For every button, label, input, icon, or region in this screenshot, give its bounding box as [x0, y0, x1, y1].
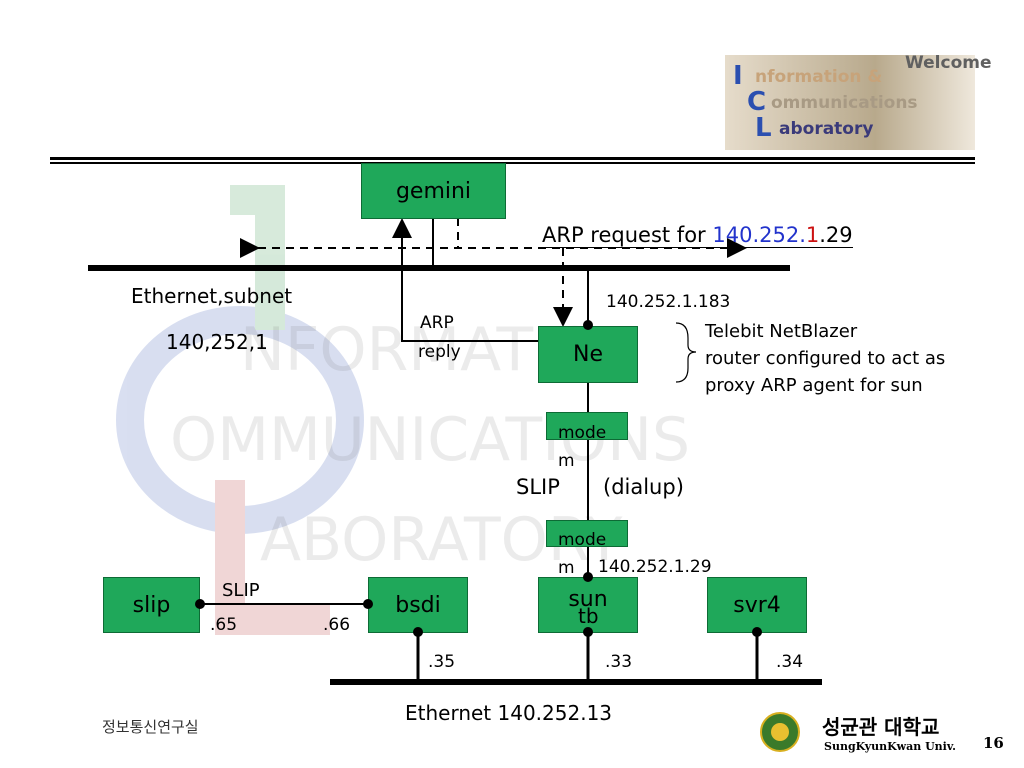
- telebit-label-3: proxy ARP agent for sun: [705, 375, 923, 396]
- header-logo: Welcome I nformation & C ommunications L…: [725, 53, 992, 150]
- slip-dialup-label-a: SLIP: [516, 475, 560, 499]
- university-seal-icon: [760, 712, 800, 752]
- ip-66-label: .66: [323, 615, 351, 635]
- modem-top[interactable]: [546, 412, 628, 440]
- arp-request-ip-b: 1: [805, 223, 820, 247]
- modem-bottom[interactable]: [546, 520, 628, 547]
- arp-request-prefix: ARP request for: [542, 223, 713, 247]
- ip-65-label: .65: [210, 615, 238, 635]
- sun-label: sun: [568, 586, 608, 612]
- page-number: 16: [983, 734, 1004, 752]
- svr4-label: svr4: [733, 592, 781, 618]
- logo-line-3: aboratory: [779, 119, 874, 139]
- modem-top-label-1: mode: [558, 423, 607, 443]
- ip-35-label: .35: [428, 652, 456, 672]
- ne-node[interactable]: Ne: [538, 326, 638, 383]
- sun-slip-dot: [583, 572, 593, 582]
- header-rule-bottom: [50, 162, 975, 164]
- logo-line-1: nformation &: [755, 67, 883, 87]
- arp-request-ip-c: .29: [819, 223, 853, 247]
- arp-reply-arrow: [392, 218, 538, 342]
- svr4-node[interactable]: svr4: [707, 577, 807, 633]
- sun-ip-label: 140.252.1.29: [598, 557, 712, 577]
- subnet-value-label: 140,252,1: [166, 330, 268, 354]
- slip-dialup-label-b: (dialup): [603, 475, 684, 499]
- modem-top-label-2: m: [558, 451, 575, 471]
- ip-34-label: .34: [776, 652, 804, 672]
- telebit-label-2: router configured to act as: [705, 348, 946, 369]
- arp-reply-label-2: reply: [418, 342, 461, 362]
- footer-lab-name: 정보통신연구실: [102, 718, 199, 736]
- modem-bottom-label-2: m: [558, 558, 575, 578]
- university-name-en: SungKyunKwan Univ.: [824, 740, 956, 753]
- bsdi-label: bsdi: [395, 592, 441, 618]
- arp-reply-label-1: ARP: [420, 313, 454, 333]
- gemini-node[interactable]: gemini: [361, 163, 506, 219]
- welcome-text: Welcome: [905, 53, 992, 73]
- ip-33-label: .33: [605, 652, 633, 672]
- ethernet-subnet-label: Ethernet,subnet: [131, 284, 293, 308]
- header-rule-top: [50, 157, 975, 160]
- ethernet-bottom-label: Ethernet 140.252.13: [405, 701, 613, 725]
- logo-initial-c: C: [747, 87, 767, 117]
- logo-line-2: ommunications: [771, 93, 918, 113]
- modem-bottom-label-1: mode: [558, 530, 607, 550]
- arp-request-ip-a: 140.252.: [712, 223, 806, 247]
- slip-label: slip: [132, 592, 171, 618]
- slip-interface-dot: [195, 599, 205, 609]
- ne-ip-label: 140.252.1.183: [606, 292, 731, 312]
- sun-suffix-label: tb: [578, 604, 599, 628]
- bsdi-slip-dot: [363, 599, 373, 609]
- telebit-label-1: Telebit NetBlazer: [705, 321, 858, 342]
- bsdi-node[interactable]: bsdi: [368, 577, 468, 633]
- telebit-brace: [675, 322, 697, 383]
- ne-label: Ne: [573, 342, 603, 367]
- slip-link-label: SLIP: [222, 580, 260, 601]
- gemini-label: gemini: [395, 178, 472, 204]
- sun-ether-dot: [583, 627, 593, 637]
- bsdi-ether-dot: [413, 627, 423, 637]
- slip-node[interactable]: slip: [103, 577, 200, 633]
- svr4-ether-dot: [752, 627, 762, 637]
- logo-initial-l: L: [755, 113, 772, 143]
- arp-request-label: ARP request for 140.252.1.29: [542, 223, 853, 248]
- logo-initial-i: I: [733, 61, 743, 91]
- ne-interface-dot: [583, 320, 593, 330]
- university-name-kr: 성균관 대학교: [822, 715, 940, 739]
